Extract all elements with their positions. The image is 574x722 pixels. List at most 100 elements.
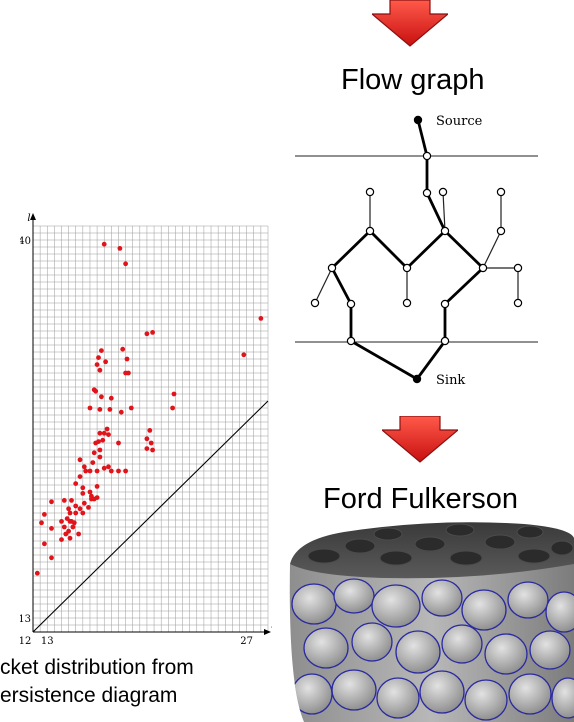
data-point xyxy=(124,356,130,362)
sink-label: Sink xyxy=(436,373,465,388)
ford-fulkerson-title: Ford Fulkerson xyxy=(323,483,519,515)
data-point xyxy=(66,506,71,512)
data-point xyxy=(108,395,114,401)
segmented-sample-image xyxy=(289,522,574,722)
y-tick-label: 40 xyxy=(20,236,31,247)
data-point xyxy=(117,246,123,251)
persistence-diagram: 1213271340ls xyxy=(20,213,272,644)
data-point xyxy=(120,346,126,352)
data-point xyxy=(77,474,83,479)
data-point xyxy=(67,535,73,541)
data-point xyxy=(150,330,156,335)
data-point xyxy=(49,499,54,505)
x-tick-label: 13 xyxy=(41,636,54,644)
data-point xyxy=(49,526,54,531)
data-point xyxy=(73,510,79,516)
data-point xyxy=(148,440,154,446)
data-point xyxy=(49,555,54,561)
data-point xyxy=(170,405,176,411)
data-point xyxy=(144,331,150,337)
x-tick-label: 12 xyxy=(20,636,31,644)
data-point xyxy=(258,316,264,321)
data-point xyxy=(171,391,177,397)
data-point xyxy=(128,405,134,411)
data-point xyxy=(99,394,104,400)
data-point xyxy=(97,367,103,373)
data-point xyxy=(97,430,103,436)
y-tick-label: 13 xyxy=(20,614,31,625)
persistence-caption-line1: cket distribution from xyxy=(0,656,194,679)
data-point xyxy=(116,440,121,446)
chart-ticks: 1213271340ls xyxy=(20,213,272,644)
data-point xyxy=(76,531,81,537)
data-point xyxy=(94,362,100,367)
data-point xyxy=(118,409,124,415)
data-point xyxy=(108,468,114,474)
data-point xyxy=(99,348,104,353)
down-arrow-icon xyxy=(372,0,448,47)
data-point xyxy=(106,432,111,437)
data-point xyxy=(86,505,91,510)
data-point xyxy=(87,405,93,411)
data-point xyxy=(81,464,87,470)
data-point xyxy=(81,500,87,506)
data-point xyxy=(77,457,83,463)
flow-graph-title: Flow graph xyxy=(341,64,485,96)
data-point xyxy=(144,446,150,451)
data-point xyxy=(94,484,100,489)
data-point xyxy=(73,503,79,509)
data-point xyxy=(39,520,44,526)
data-point xyxy=(93,440,99,446)
flow-graph-diagram: Source Sink xyxy=(295,114,538,388)
data-point xyxy=(70,524,76,530)
data-point xyxy=(67,510,73,516)
data-point xyxy=(126,370,131,376)
source-node xyxy=(413,115,423,125)
data-point xyxy=(150,447,156,453)
data-point xyxy=(90,460,96,465)
data-point xyxy=(91,450,97,456)
data-point xyxy=(34,570,40,576)
data-point xyxy=(123,261,128,267)
data-point xyxy=(97,454,103,460)
diagonal-line xyxy=(32,400,269,633)
data-point xyxy=(103,359,108,365)
data-point xyxy=(96,355,101,360)
flow-path-edges xyxy=(330,119,484,381)
data-point xyxy=(61,524,67,530)
data-point xyxy=(101,430,107,436)
data-point xyxy=(73,481,79,486)
x-tick-label: 27 xyxy=(240,636,253,644)
data-point xyxy=(107,407,113,412)
data-point xyxy=(241,352,247,358)
data-point xyxy=(42,541,47,547)
y-axis-arrowhead xyxy=(30,213,36,220)
data-point xyxy=(59,519,64,524)
data-point xyxy=(87,489,93,495)
persistence-caption-line2: ersistence diagram xyxy=(0,684,178,707)
chart-axes xyxy=(30,213,271,635)
data-point xyxy=(100,437,106,443)
data-point xyxy=(87,468,93,474)
data-point xyxy=(91,496,97,502)
chart-points xyxy=(34,241,264,576)
data-point xyxy=(42,512,47,517)
graph-nodes xyxy=(310,151,523,346)
data-point xyxy=(80,485,86,491)
data-point xyxy=(123,468,128,474)
data-point xyxy=(94,468,100,474)
down-arrow-icon xyxy=(382,416,458,463)
data-point xyxy=(77,506,83,512)
data-point xyxy=(106,464,111,470)
data-point xyxy=(93,388,99,394)
data-point xyxy=(97,447,103,453)
source-label: Source xyxy=(436,114,483,129)
x-axis-arrowhead xyxy=(264,629,271,635)
data-point xyxy=(61,498,67,503)
data-point xyxy=(69,519,74,524)
data-point xyxy=(83,468,89,474)
x-axis-label: s xyxy=(271,620,272,631)
data-point xyxy=(59,537,64,542)
data-point xyxy=(69,498,74,503)
data-point xyxy=(116,468,121,474)
